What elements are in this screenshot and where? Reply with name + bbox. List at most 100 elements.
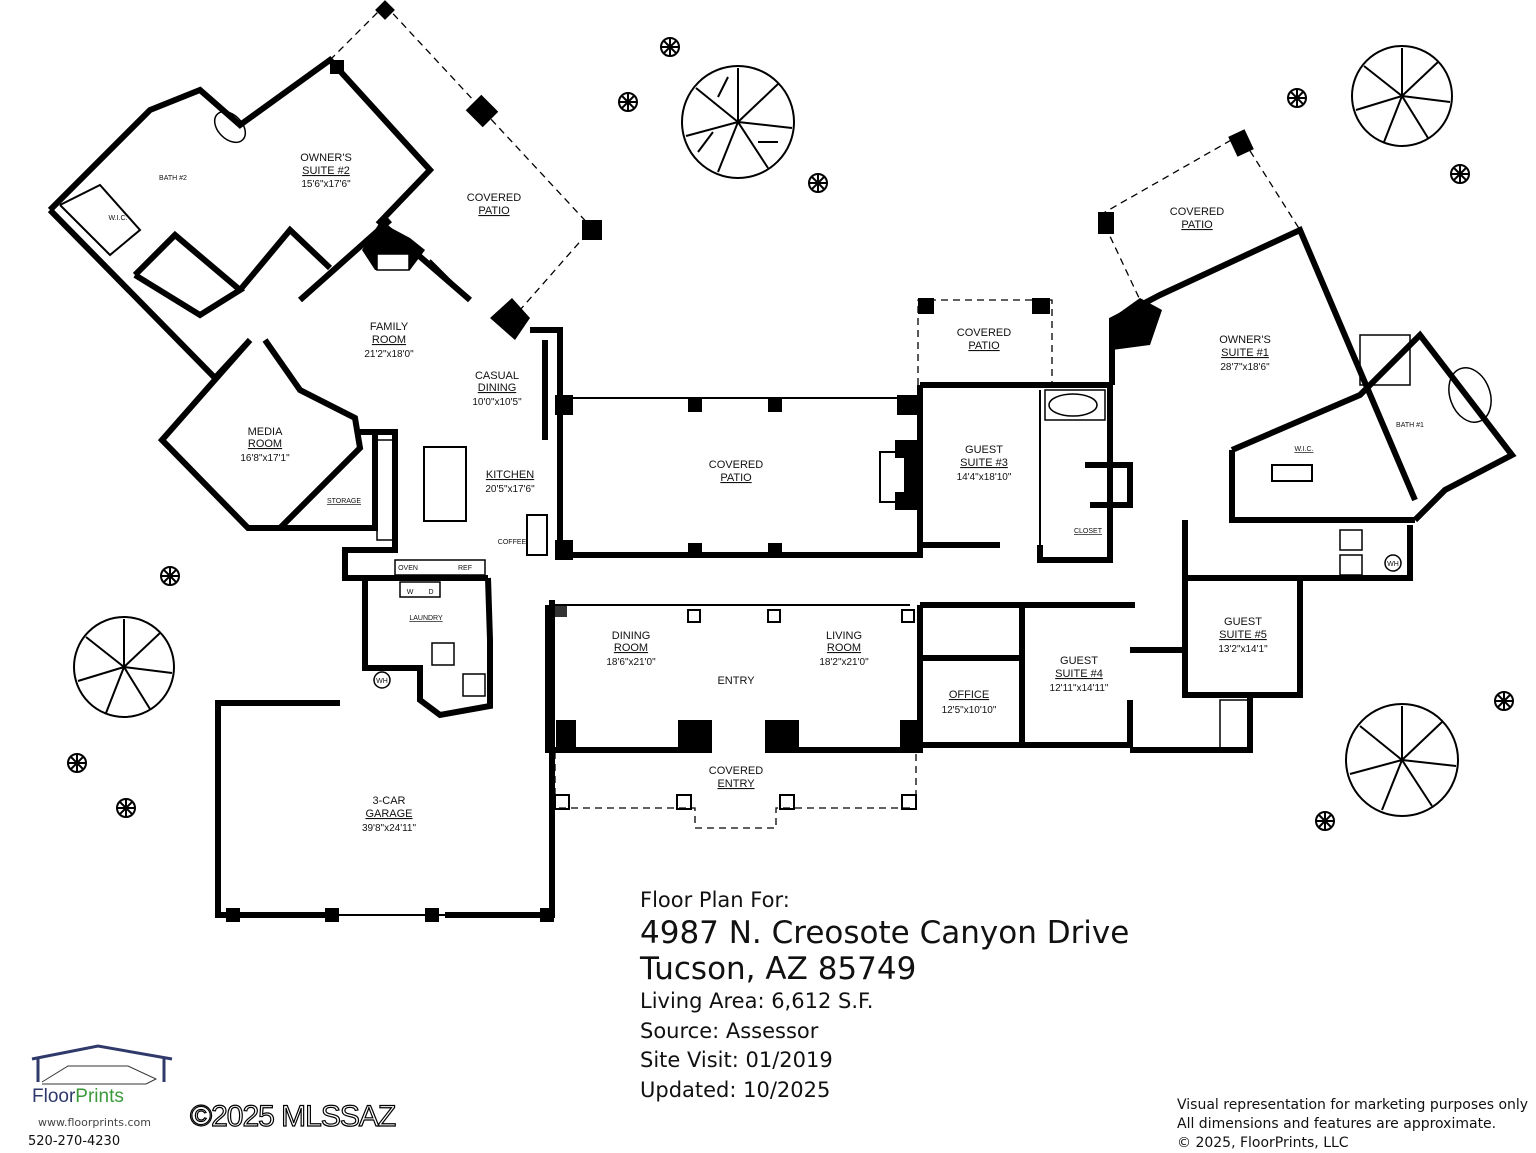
svg-text:OWNER'S: OWNER'S (1219, 334, 1271, 346)
label-oven: OVEN (398, 565, 418, 572)
svg-text:COVERED: COVERED (467, 192, 521, 204)
svg-text:12'5"x10'10": 12'5"x10'10" (942, 705, 997, 716)
address-line-1: 4987 N. Creosote Canyon Drive (640, 915, 1130, 951)
room-label-garage: 3-CAR GARAGE 39'8"x24'11" (362, 795, 417, 834)
living-area: Living Area: 6,612 S.F. (640, 989, 874, 1013)
svg-text:COVERED: COVERED (709, 765, 763, 777)
svg-text:SUITE #5: SUITE #5 (1219, 629, 1267, 641)
svg-text:18'6"x21'0": 18'6"x21'0" (606, 657, 656, 668)
svg-text:ROOM: ROOM (372, 334, 406, 346)
svg-text:PATIO: PATIO (968, 340, 1000, 352)
svg-text:16'8"x17'1": 16'8"x17'1" (240, 453, 290, 464)
room-label-guest-suite-5: GUEST SUITE #5 13'2"x14'1" (1218, 616, 1268, 655)
svg-text:28'7"x18'6": 28'7"x18'6" (1220, 362, 1270, 373)
logo-website: www.floorprints.com (38, 1116, 151, 1129)
room-label-covered-patio-guest: COVERED PATIO (957, 327, 1011, 352)
svg-text:OFFICE: OFFICE (949, 689, 989, 701)
label-washer: W (407, 589, 414, 596)
walls-kitchen (342, 327, 563, 581)
svg-text:OWNER'S: OWNER'S (300, 152, 352, 164)
svg-text:CASUAL: CASUAL (475, 370, 519, 382)
disclaimer-line-2: All dimensions and features are approxim… (1177, 1116, 1497, 1132)
shrub-icon (808, 173, 828, 193)
svg-text:SUITE #1: SUITE #1 (1221, 347, 1269, 359)
tree-icon (681, 65, 795, 179)
svg-text:ROOM: ROOM (614, 642, 648, 654)
landscape-trees (67, 37, 1514, 831)
room-label-kitchen: KITCHEN 20'5"x17'6" (485, 469, 535, 495)
walls-guest-suite-3 (917, 298, 1133, 563)
room-label-bath-1: BATH #1 (1396, 422, 1424, 429)
room-label-owners-suite-1: OWNER'S SUITE #1 28'7"x18'6" (1219, 334, 1271, 373)
room-label-living-room: LIVING ROOM 18'2"x21'0" (819, 630, 869, 668)
shrub-icon (1287, 88, 1307, 108)
svg-text:ROOM: ROOM (827, 642, 861, 654)
svg-text:15'6"x17'6": 15'6"x17'6" (301, 179, 351, 190)
room-label-casual-dining: CASUAL DINING 10'0"x10'5" (472, 370, 522, 408)
svg-text:LIVING: LIVING (826, 630, 862, 642)
svg-text:18'2"x21'0": 18'2"x21'0" (819, 657, 869, 668)
floor-plan-info: Floor Plan For: 4987 N. Creosote Canyon … (640, 886, 1129, 1105)
svg-text:COVERED: COVERED (1170, 206, 1224, 218)
room-label-guest-suite-4: GUEST SUITE #4 12'11"x14'11" (1050, 655, 1109, 694)
shrub-icon (67, 753, 87, 773)
shrub-icon (1315, 811, 1335, 831)
disclaimer-line-1: Visual representation for marketing purp… (1177, 1097, 1529, 1113)
walls-entry (545, 604, 923, 829)
svg-text:GUEST: GUEST (1060, 655, 1098, 667)
room-label-family-room: FAMILY ROOM 21'2"x18'0" (364, 321, 414, 360)
room-label-office: OFFICE 12'5"x10'10" (942, 689, 997, 716)
info-heading: Floor Plan For: (640, 888, 790, 912)
svg-text:GUEST: GUEST (1224, 616, 1262, 628)
svg-text:ROOM: ROOM (248, 438, 282, 450)
svg-text:14'4"x18'10": 14'4"x18'10" (957, 472, 1012, 483)
walls-laundry (362, 577, 493, 719)
svg-text:GARAGE: GARAGE (365, 808, 412, 820)
svg-text:DINING: DINING (478, 382, 517, 394)
room-label-covered-patio-center: COVERED PATIO (709, 459, 763, 484)
svg-text:20'5"x17'6": 20'5"x17'6" (485, 484, 535, 495)
house-logo-icon (31, 1044, 173, 1085)
source: Source: Assessor (640, 1018, 819, 1043)
mls-watermark: ©2025 MLSSAZ (189, 1099, 396, 1133)
shrub-icon (116, 798, 136, 818)
tree-icon (1345, 703, 1459, 817)
shrub-icon (1450, 164, 1470, 184)
address-line-2: Tucson, AZ 85749 (640, 951, 917, 987)
room-label-owners-suite-2: OWNER'S SUITE #2 15'6"x17'6" (300, 152, 352, 190)
label-ref: REF (458, 565, 472, 572)
logo-phone: 520-270-4230 (28, 1134, 121, 1149)
room-label-wic-left: W.I.C. (108, 215, 127, 222)
site-visit: Site Visit: 01/2019 (640, 1048, 833, 1072)
disclaimer: Visual representation for marketing purp… (1177, 1096, 1528, 1153)
walls-northwest-wing (47, 0, 602, 383)
svg-text:ENTRY: ENTRY (717, 778, 755, 790)
svg-text:FAMILY: FAMILY (370, 321, 409, 333)
room-label-laundry: LAUNDRY (409, 615, 443, 622)
svg-text:COVERED: COVERED (957, 327, 1011, 339)
svg-text:21'2"x18'0": 21'2"x18'0" (364, 349, 414, 360)
svg-text:KITCHEN: KITCHEN (486, 469, 534, 481)
label-dryer: D (428, 589, 433, 596)
svg-text:39'8"x24'11": 39'8"x24'11" (362, 823, 417, 834)
walls-east-bedrooms (920, 520, 1413, 753)
room-label-bath-2: BATH #2 (159, 175, 187, 182)
svg-text:PATIO: PATIO (478, 205, 510, 217)
svg-text:13'2"x14'1": 13'2"x14'1" (1218, 644, 1268, 655)
svg-text:MEDIA: MEDIA (248, 426, 284, 438)
svg-text:COVERED: COVERED (709, 459, 763, 471)
room-label-covered-patio-nw: COVERED PATIO (467, 192, 521, 217)
svg-text:SUITE #4: SUITE #4 (1055, 668, 1103, 680)
room-label-entry: ENTRY (717, 675, 755, 687)
walls-center-patio (555, 395, 923, 560)
shrub-icon (660, 37, 680, 57)
label-coffee: COFFEE (498, 539, 527, 546)
room-label-storage: STORAGE (327, 498, 361, 505)
room-label-guest-suite-3: GUEST SUITE #3 14'4"x18'10" (957, 444, 1012, 483)
room-label-dining-room: DINING ROOM 18'6"x21'0" (606, 630, 656, 668)
floorprints-logo: FloorPrints www.floorprints.com 520-270-… (28, 1044, 178, 1149)
svg-text:3-CAR: 3-CAR (372, 795, 405, 807)
svg-text:DINING: DINING (612, 630, 651, 642)
room-label-covered-patio-ne: COVERED PATIO (1170, 206, 1224, 231)
